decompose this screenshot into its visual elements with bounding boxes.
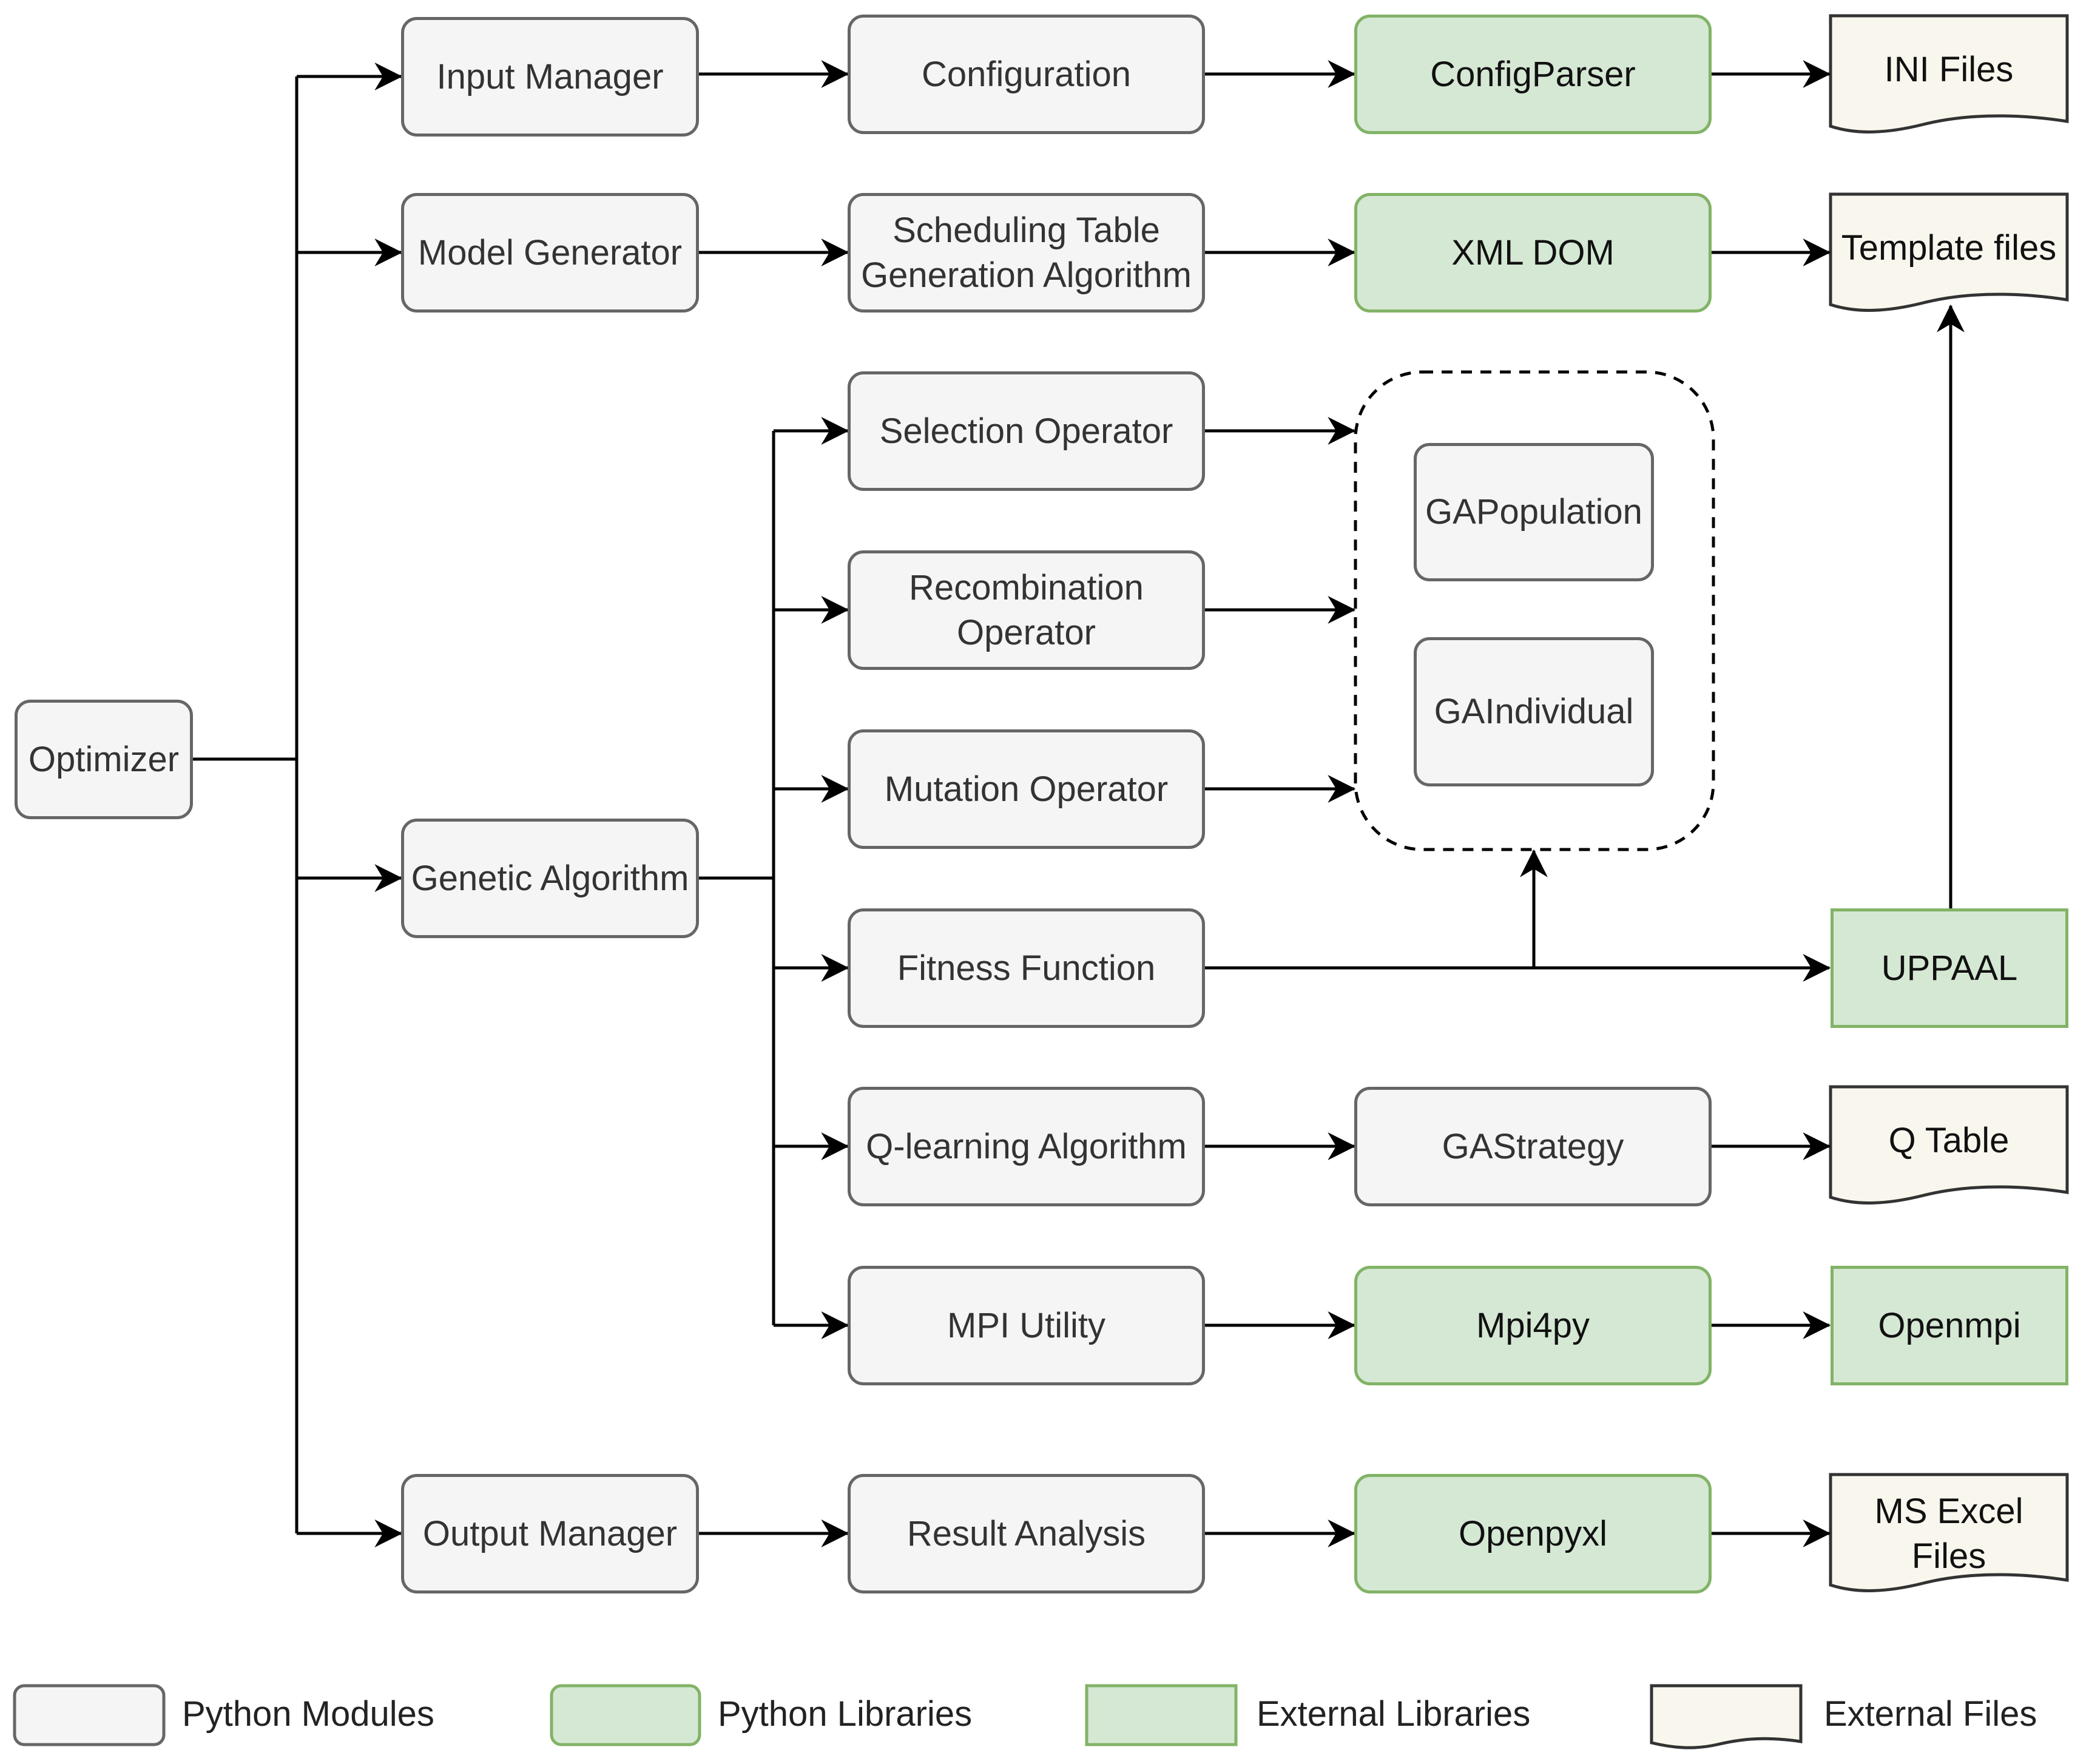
node-recombination-operator: Recombination Operator	[848, 550, 1205, 670]
node-ga-population: GAPopulation	[1414, 443, 1654, 581]
ms-excel-files-shape	[1829, 1473, 2069, 1592]
node-ms-excel-files: MS Excel Files	[1874, 1492, 2023, 1576]
node-mpi4py: Mpi4py	[1354, 1266, 1712, 1385]
node-q-learning-algorithm: Q-learning Algorithm	[848, 1087, 1205, 1206]
ini-files-shape	[1829, 14, 2069, 133]
node-openmpi: Openmpi	[1831, 1266, 2068, 1385]
node-fitness-function: Fitness Function	[848, 908, 1205, 1028]
node-scheduling-table: Scheduling Table Generation Algorithm	[848, 193, 1205, 313]
node-optimizer: Optimizer	[15, 700, 193, 819]
node-input-manager: Input Manager	[401, 17, 699, 137]
legend-swatch-python-modules	[13, 1684, 166, 1746]
node-model-generator: Model Generator	[401, 193, 699, 313]
template-files-shape	[1829, 192, 2069, 312]
node-selection-operator: Selection Operator	[848, 371, 1205, 491]
legend-label-external-libraries: External Libraries	[1257, 1694, 1531, 1734]
node-result-analysis: Result Analysis	[848, 1474, 1205, 1593]
legend-label-python-modules: Python Modules	[182, 1694, 434, 1734]
node-mutation-operator: Mutation Operator	[848, 729, 1205, 849]
node-xml-dom: XML DOM	[1354, 193, 1712, 313]
node-openpyxl: Openpyxl	[1354, 1474, 1712, 1593]
legend-swatch-external-files	[1650, 1684, 1803, 1749]
node-template-files: Template files	[1841, 228, 2057, 268]
node-ga-individual: GAIndividual	[1414, 637, 1654, 786]
legend-label-python-libraries: Python Libraries	[718, 1694, 973, 1734]
node-genetic-algorithm: Genetic Algorithm	[401, 819, 699, 938]
q-table-shape	[1829, 1085, 2069, 1205]
node-output-manager: Output Manager	[401, 1474, 699, 1593]
legend-swatch-python-libraries	[550, 1684, 701, 1746]
node-ga-strategy: GAStrategy	[1354, 1087, 1712, 1206]
node-mpi-utility: MPI Utility	[848, 1266, 1205, 1385]
node-uppaal: UPPAAL	[1831, 908, 2068, 1028]
node-ini-files: INI Files	[1884, 50, 2014, 89]
node-configparser: ConfigParser	[1354, 15, 1712, 134]
legend-label-external-files: External Files	[1824, 1694, 2037, 1734]
node-configuration: Configuration	[848, 15, 1205, 134]
node-q-table: Q Table	[1888, 1121, 2010, 1160]
legend-swatch-external-libraries	[1085, 1684, 1238, 1746]
